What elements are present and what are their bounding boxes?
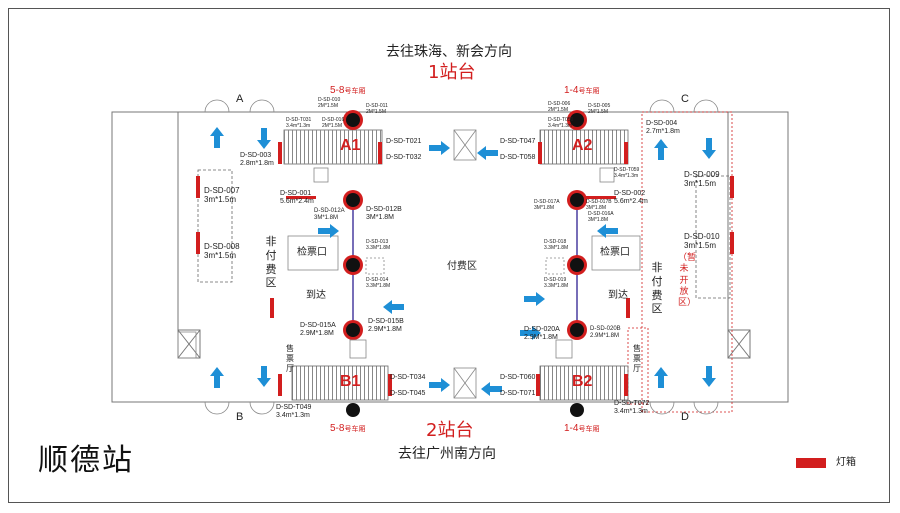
door-arcs — [204, 99, 719, 415]
small-boxes — [287, 167, 641, 359]
ad-label: D-SD-T071 — [500, 390, 536, 397]
ticket-gate-left: 检票口 — [297, 247, 327, 258]
staircase-b1 — [291, 365, 389, 401]
entrance-c: C — [681, 93, 689, 105]
station-outline — [111, 111, 789, 403]
car-label-tl: 5-8号车厢 — [330, 85, 366, 96]
bottom-platform: 2站台 — [426, 420, 474, 441]
arrival-right: 到达 — [608, 290, 628, 301]
closed-area-label: （暂未开放区） — [678, 252, 697, 307]
closed-area-boundary — [641, 111, 733, 413]
ticket-hall-right: 售票厅 — [633, 344, 641, 373]
escalator-a2: A2 — [572, 137, 593, 154]
staircase-b2 — [539, 365, 629, 401]
arrival-left: 到达 — [306, 290, 326, 301]
pillars — [343, 110, 587, 417]
escalator-b2: B2 — [572, 373, 593, 390]
station-name: 顺德站 — [38, 443, 134, 478]
entrance-d: D — [681, 411, 689, 423]
car-label-tr: 1-4号车厢 — [564, 85, 600, 96]
column-boxes — [177, 129, 477, 399]
escalator-a1: A1 — [340, 137, 361, 154]
left-dashed-room — [197, 169, 233, 283]
staircase-a2 — [539, 129, 629, 165]
unpaid-area-left: 非付费区 — [265, 236, 277, 290]
ticket-gate-right: 检票口 — [600, 247, 630, 258]
top-direction: 去往珠海、新会方向 — [386, 43, 512, 59]
top-platform: 1站台 — [428, 62, 476, 83]
ad-label: D-SD-T047 — [500, 138, 536, 145]
entrance-a: A — [236, 93, 244, 105]
flow-arrows — [210, 127, 716, 396]
lightbox-bars — [196, 142, 734, 396]
ad-label: D-SD-T058 — [500, 154, 536, 161]
legend-label: 灯箱 — [836, 457, 856, 468]
escalator-b1: B1 — [340, 373, 361, 390]
legend-swatch — [796, 458, 826, 468]
ad-label: D-SD-T032 — [386, 154, 422, 161]
map-frame — [8, 8, 890, 503]
paid-area-label: 付费区 — [447, 261, 477, 272]
entrance-b: B — [236, 411, 244, 423]
car-label-br: 1-4号车厢 — [564, 423, 600, 434]
staircase-a1 — [283, 129, 383, 165]
ad-label: D-SD-T060 — [500, 374, 536, 381]
ad-label: D-SD-T021 — [386, 138, 422, 145]
ticket-hall-left: 售票厅 — [286, 344, 294, 373]
ad-label: D-SD-T045 — [390, 390, 426, 397]
car-label-bl: 5-8号车厢 — [330, 423, 366, 434]
unpaid-area-right: 非付费区 — [651, 262, 663, 316]
ad-label: D-SD-T034 — [390, 374, 426, 381]
bottom-direction: 去往广州南方向 — [398, 445, 496, 461]
